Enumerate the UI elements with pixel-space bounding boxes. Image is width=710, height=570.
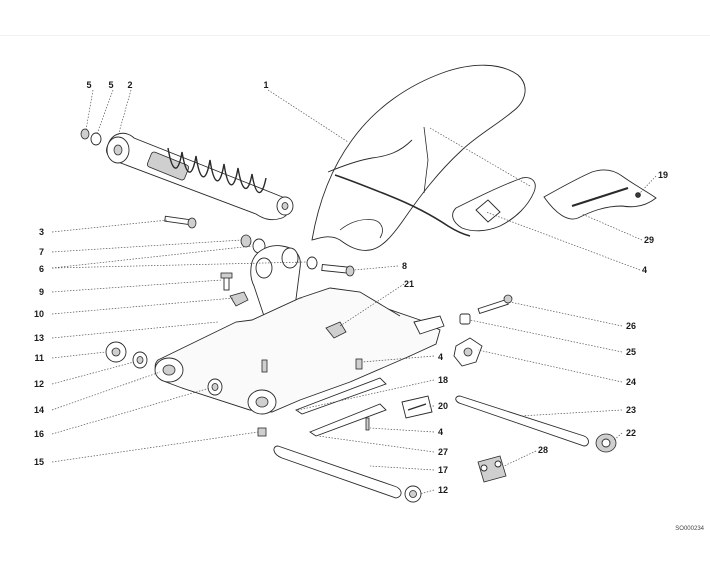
rocker-bolt [321,263,355,277]
chain-adjuster [453,294,513,367]
callout-6: 5 [86,80,91,90]
callout-4-swingarm: 4 [438,352,443,362]
callout-26: 26 [626,321,636,331]
shock-spring [167,147,267,194]
callout-22: 22 [626,428,636,438]
callout-labels: 5 5 2 1 3 7 6 9 10 13 11 12 14 16 15 8 2… [34,80,668,495]
chain-slider-bracket [452,177,536,232]
callout-10: 10 [34,309,44,319]
callout-11: 11 [34,353,44,363]
callout-15: 15 [34,457,44,467]
pivot-hardware-left [105,341,267,437]
callout-18: 18 [438,375,448,385]
rear-shock-absorber [106,132,294,221]
callout-5-lower: 6 [39,264,44,274]
callout-9: 9 [39,287,44,297]
callout-24: 24 [626,377,636,387]
callout-13: 13 [34,333,44,343]
callout-12-lower: 12 [438,485,448,495]
callout-28: 28 [538,445,548,455]
callout-7: 7 [39,247,44,257]
callout-20: 20 [438,401,448,411]
callout-2: 2 [127,80,132,90]
callout-1: 1 [263,80,268,90]
shock-washers-top [80,128,102,146]
top-rule [0,35,710,36]
callout-12: 12 [34,379,44,389]
callout-8: 8 [402,261,407,271]
swingarm-screws [261,321,363,373]
swingarm [154,287,445,415]
callout-16: 16 [34,429,44,439]
callout-19: 19 [658,170,668,180]
callout-17: 17 [438,465,448,475]
callout-21: 21 [404,279,414,289]
pivot-shaft [273,445,422,503]
chain-link [477,455,507,483]
callout-29: 29 [644,235,654,245]
callout-4-slider: 4 [438,427,443,437]
callout-3: 3 [39,227,44,237]
callout-23: 23 [626,405,636,415]
callout-14: 14 [34,405,44,415]
callout-25: 25 [626,347,636,357]
rear-mudguard [311,64,526,251]
label-plate [401,395,433,419]
callout-27: 27 [438,447,448,457]
callout-4-guard: 4 [642,265,647,275]
small-screw-nut [220,272,249,307]
leader-lines [51,89,657,495]
drawing-code: SO000234 [675,526,704,532]
chain-guard [543,169,657,220]
chain-slider [295,377,387,437]
shock-bolt [164,215,197,229]
wheel-axle [455,395,617,453]
callout-5: 5 [108,80,113,90]
